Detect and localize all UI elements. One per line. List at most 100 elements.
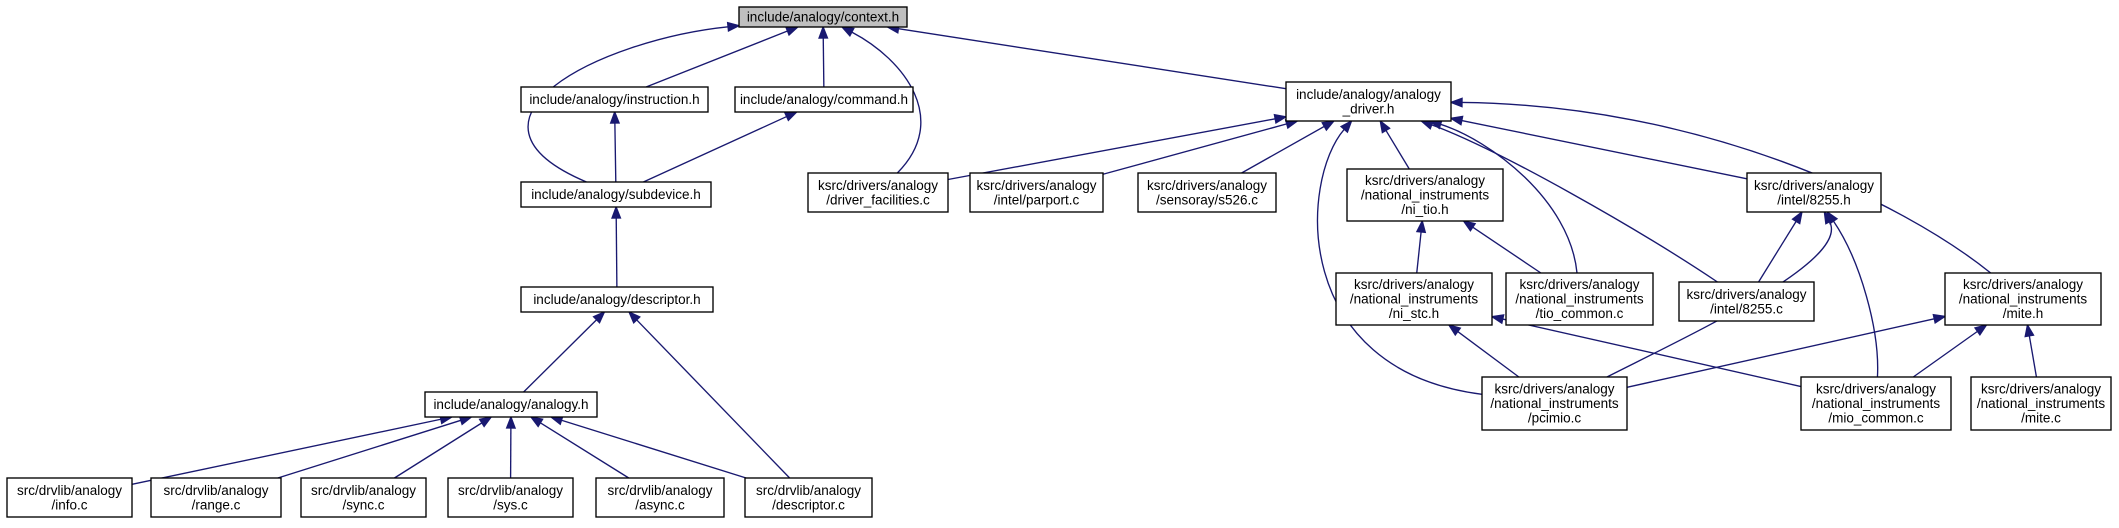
node-box (969, 172, 1104, 213)
node-label-line: ksrc/drivers/analogy (1754, 178, 1874, 193)
edge-i8255-h-to-driver-h (1449, 115, 1748, 180)
node-subdevice[interactable]: include/analogy/subdevice.h (520, 181, 712, 208)
node-tio-common[interactable]: ksrc/drivers/analogy/national_instrument… (1505, 272, 1654, 326)
node-box (520, 86, 709, 113)
node-s526[interactable]: ksrc/drivers/analogy/sensoray/s526.c (1137, 172, 1277, 213)
node-label-line: ksrc/drivers/analogy (1147, 178, 1267, 193)
node-ni-stc[interactable]: ksrc/drivers/analogy/national_instrument… (1335, 272, 1493, 326)
edge-line (1457, 331, 1520, 378)
edge-i8255-c-to-i8255-h (1758, 210, 1803, 283)
node-info-c[interactable]: src/drvlib/analogy/info.c (6, 477, 133, 518)
edge-command-to-context (818, 25, 829, 88)
node-box (1481, 376, 1628, 431)
node-label-line: /sync.c (342, 497, 384, 512)
node-label-line: src/drvlib/analogy (756, 483, 861, 498)
node-box (738, 6, 908, 28)
node-label-line: include/analogy/descriptor.h (533, 292, 700, 307)
arrowhead (1932, 313, 1947, 324)
node-parport[interactable]: ksrc/drivers/analogy/intel/parport.c (969, 172, 1104, 213)
node-box (424, 391, 598, 418)
node-i8255-c[interactable]: ksrc/drivers/analogy/intel/8255.c (1678, 281, 1815, 322)
node-label-line: ksrc/drivers/analogy (1494, 382, 1614, 397)
arrowhead (1462, 219, 1477, 232)
edge-mio-common-to-i8255-h (1826, 210, 1879, 378)
edge-facilities-to-context (840, 26, 922, 174)
edge-facilities-to-driver-h (947, 113, 1288, 181)
edge-line (1461, 101, 1992, 274)
edge-s526-to-driver-h (1241, 120, 1336, 174)
edge-line (615, 217, 618, 288)
node-range-c[interactable]: src/drvlib/analogy/range.c (150, 477, 282, 518)
node-label-line: ksrc/drivers/analogy (1981, 382, 2101, 397)
arrowhead (611, 205, 622, 219)
arrowhead (1490, 314, 1505, 325)
node-sync-c[interactable]: src/drvlib/analogy/sync.c (300, 477, 427, 518)
node-label-line: include/analogy/instruction.h (529, 92, 699, 107)
node-label-line: /national_instruments (1812, 396, 1941, 411)
edge-line (1626, 318, 1935, 388)
node-label-line: include/analogy/analogy.h (433, 397, 588, 412)
edge-line (2028, 335, 2038, 378)
node-instruction[interactable]: include/analogy/instruction.h (520, 86, 709, 113)
edge-subdevice-to-context (527, 21, 741, 183)
node-ni-tio[interactable]: ksrc/drivers/analogy/national_instrument… (1346, 168, 1504, 222)
node-label-line: /national_instruments (1350, 292, 1479, 307)
arrowhead (609, 110, 621, 124)
node-label-line: /ni_tio.h (1401, 202, 1448, 217)
node-label-line: /driver_facilities.c (826, 192, 930, 207)
node-analogy-h[interactable]: include/analogy/analogy.h (424, 391, 598, 418)
node-mio-common[interactable]: ksrc/drivers/analogy/national_instrument… (1800, 376, 1952, 431)
edge-line (1241, 125, 1325, 174)
edge-line (1502, 318, 1802, 388)
node-label-line: /async.c (635, 497, 685, 512)
edge-mite-h-to-driver-h (1449, 97, 1992, 274)
node-i8255-h[interactable]: ksrc/drivers/analogy/intel/8255.h (1746, 172, 1882, 213)
node-facilities[interactable]: ksrc/drivers/analogy/driver_facilities.c (807, 172, 949, 213)
node-mite-h[interactable]: ksrc/drivers/analogy/national_instrument… (1944, 272, 2102, 326)
node-context[interactable]: include/analogy/context.h (738, 6, 908, 28)
node-label-line: src/drvlib/analogy (311, 483, 416, 498)
arrowhead (1447, 323, 1462, 337)
edge-line (1416, 231, 1422, 274)
node-async-c[interactable]: src/drvlib/analogy/async.c (595, 477, 725, 518)
node-label-line: /sensoray/s526.c (1156, 192, 1258, 207)
arrowhead (840, 26, 855, 38)
node-label-line: /ni_stc.h (1389, 306, 1439, 321)
edge-line (1912, 330, 1978, 378)
node-label-line: ksrc/drivers/analogy (1519, 277, 1639, 292)
edge-line (898, 28, 1287, 90)
node-label-line: /intel/8255.c (1710, 301, 1783, 316)
edge-line (822, 37, 825, 88)
node-label-line: /intel/parport.c (994, 192, 1080, 207)
node-box (1137, 172, 1277, 213)
edge-subdevice-to-command (643, 111, 799, 183)
arrowhead (1449, 115, 1464, 126)
node-label-line: ksrc/drivers/analogy (1816, 382, 1936, 397)
arrowhead (627, 310, 641, 324)
arrowhead (2024, 323, 2035, 338)
node-driver-h[interactable]: include/analogy/analogy_driver.h (1285, 81, 1452, 122)
arrowhead (1973, 323, 1988, 336)
node-box (595, 477, 725, 518)
node-box (1346, 168, 1504, 222)
nodes: include/analogy/context.h include/analogy… (6, 6, 2112, 518)
node-label-line: ksrc/drivers/analogy (1963, 277, 2083, 292)
edge-async-c-to-analogy-h (529, 415, 630, 479)
node-descriptor-h[interactable]: include/analogy/descriptor.h (520, 286, 714, 313)
node-label-line: include/analogy/context.h (747, 10, 899, 25)
edge-parport-to-driver-h (1102, 119, 1300, 175)
node-label-line: ksrc/drivers/analogy (818, 178, 938, 193)
node-descriptor-c[interactable]: src/drvlib/analogy/descriptor.c (744, 477, 873, 518)
node-mite-c[interactable]: ksrc/drivers/analogy/national_instrument… (1970, 376, 2112, 431)
node-sys-c[interactable]: src/drvlib/analogy/sys.c (447, 477, 574, 518)
edge-line (636, 319, 791, 479)
node-pcimio[interactable]: ksrc/drivers/analogy/national_instrument… (1481, 376, 1628, 431)
arrowhead (784, 26, 800, 37)
node-label-line: ksrc/drivers/analogy (1354, 277, 1474, 292)
node-label-line: ksrc/drivers/analogy (976, 178, 1096, 193)
node-box (1335, 272, 1493, 326)
node-command[interactable]: include/analogy/command.h (734, 86, 914, 113)
arrowhead (505, 415, 517, 429)
node-label-line: /national_instruments (1361, 188, 1490, 203)
